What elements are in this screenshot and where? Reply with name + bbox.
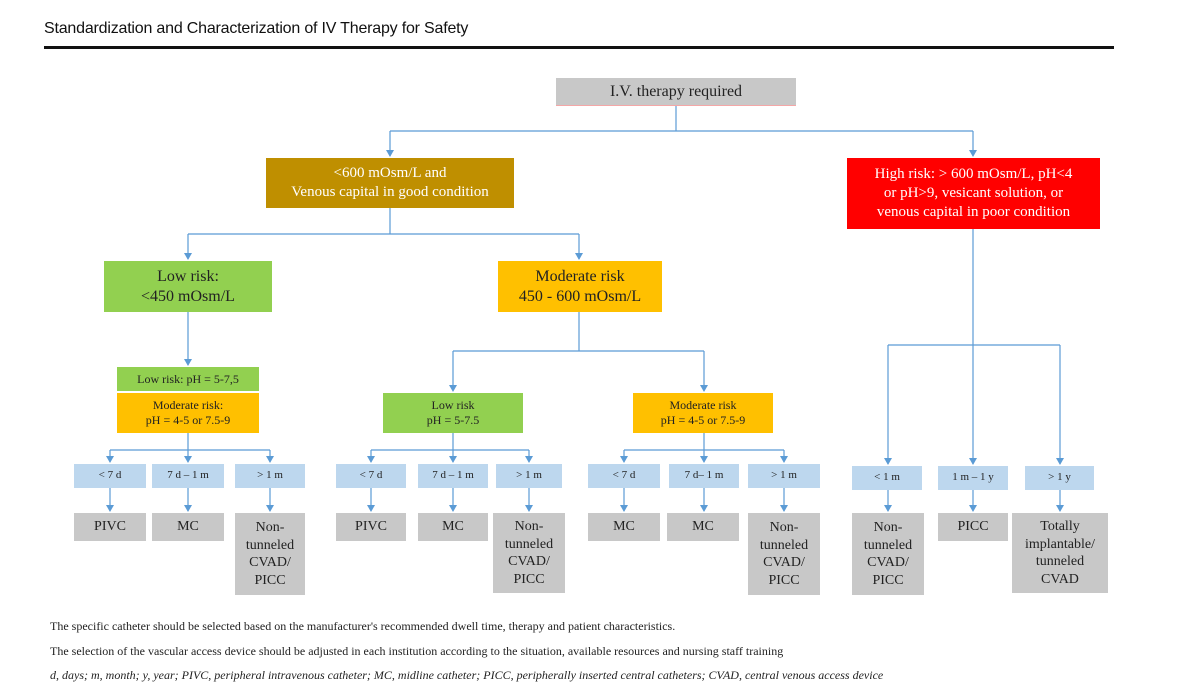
duration-node: > 1 m	[496, 464, 562, 488]
device-node: PIVC	[74, 513, 146, 541]
device-node: Non- tunneled CVAD/ PICC	[748, 513, 820, 595]
ph-mid-moderate-line2: pH = 4-5 or 7.5-9	[660, 413, 746, 427]
branch-left-line1: <600 mOsm/L and	[333, 165, 447, 182]
footnote-3: d, days; m, month; y, year; PIVC, periph…	[50, 668, 884, 682]
duration-node: < 1 m	[852, 466, 922, 490]
duration-node: 7 d – 1 m	[418, 464, 488, 488]
footnote-2: The selection of the vascular access dev…	[50, 644, 784, 658]
branch-right-node: High risk: > 600 mOsm/L, pH<4 or pH>9, v…	[847, 158, 1100, 229]
moderate-risk-line2: 450 - 600 mOsm/L	[518, 287, 642, 305]
ph-mid-moderate-line1: Moderate risk	[669, 398, 737, 412]
device-node: MC	[152, 513, 224, 541]
duration-node: > 1 m	[748, 464, 820, 488]
device-node: MC	[418, 513, 488, 541]
device-node: Non- tunneled CVAD/ PICC	[493, 513, 565, 593]
low-risk-line2: <450 mOsm/L	[141, 287, 235, 305]
duration-node: > 1 m	[235, 464, 305, 488]
footnote-1: The specific catheter should be selected…	[50, 619, 676, 633]
branch-left-line2: Venous capital in good condition	[291, 184, 489, 200]
device-node: PIVC	[336, 513, 406, 541]
header-rule	[44, 46, 1114, 49]
branch-left-node: <600 mOsm/L and Venous capital in good c…	[266, 158, 514, 208]
moderate-risk-node: Moderate risk 450 - 600 mOsm/L	[498, 261, 662, 312]
ph-mid-low-line1: Low risk	[431, 398, 475, 412]
ph-mid-low-line2: pH = 5-7.5	[426, 413, 480, 427]
ph-low-risk-node: Low risk: pH = 5-7,5	[117, 367, 259, 391]
ph-moderate-line2: pH = 4-5 or 7.5-9	[145, 413, 231, 427]
device-node: Non- tunneled CVAD/ PICC	[235, 513, 305, 595]
device-node: MC	[667, 513, 739, 541]
branch-right-line3: venous capital in poor condition	[876, 203, 1071, 220]
duration-node: < 7 d	[336, 464, 406, 488]
duration-node: < 7 d	[588, 464, 660, 488]
page-title: Standardization and Characterization of …	[44, 20, 469, 37]
root-node: I.V. therapy required	[556, 78, 796, 106]
duration-node: < 7 d	[74, 464, 146, 488]
moderate-risk-line1: Moderate risk	[535, 267, 625, 285]
device-node: Non- tunneled CVAD/ PICC	[852, 513, 924, 595]
duration-node: 7 d – 1 m	[152, 464, 224, 488]
low-risk-node: Low risk: <450 mOsm/L	[104, 261, 272, 312]
ph-moderate-risk-node: Moderate risk: pH = 4-5 or 7.5-9	[117, 393, 259, 433]
device-node: MC	[588, 513, 660, 541]
ph-mid-moderate-node: Moderate risk pH = 4-5 or 7.5-9	[633, 393, 773, 433]
duration-node: 7 d– 1 m	[669, 464, 739, 488]
device-node: Totally implantable/ tunneled CVAD	[1012, 513, 1108, 593]
duration-node: 1 m – 1 y	[938, 466, 1008, 490]
ph-moderate-line1: Moderate risk:	[152, 398, 224, 412]
branch-right-line2: or pH>9, vesicant solution, or	[883, 185, 1064, 202]
low-risk-line1: Low risk:	[157, 267, 219, 285]
ph-mid-low-node: Low risk pH = 5-7.5	[383, 393, 523, 433]
duration-node: > 1 y	[1025, 466, 1094, 490]
branch-right-line1: High risk: > 600 mOsm/L, pH<4	[874, 166, 1073, 183]
device-node: PICC	[938, 513, 1008, 541]
